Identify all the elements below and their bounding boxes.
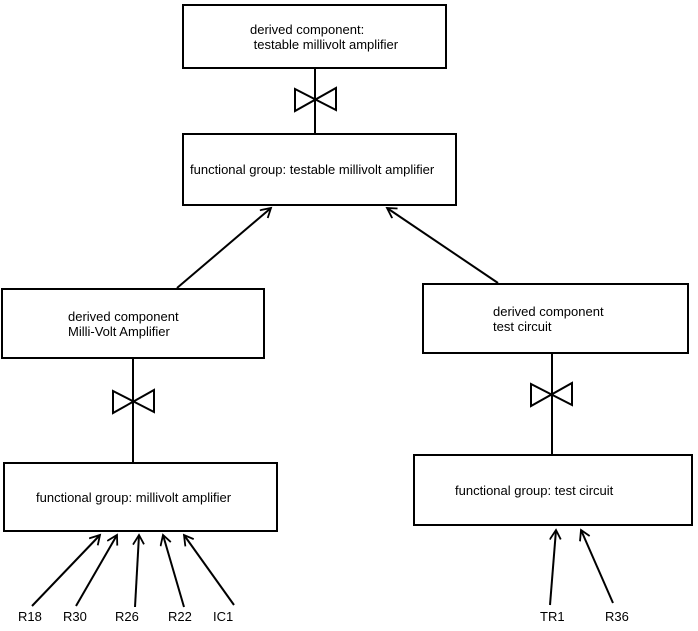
node-derived-testable-millivolt-amplifier: derived component: testable millivolt am… [182, 4, 447, 69]
leaf-label-r18: R18 [18, 609, 42, 624]
node-text: testable millivolt amplifier [250, 36, 399, 52]
node-derived-milli-volt-amplifier: derived component Milli-Volt Amplifier [1, 288, 265, 359]
node-text: derived component: [250, 21, 365, 37]
node-text: Milli-Volt Amplifier [68, 323, 170, 339]
arrow-ic1 [184, 535, 235, 606]
arrow-r30 [75, 535, 117, 607]
node-text: test circuit [493, 318, 552, 334]
node-text: functional group: millivolt amplifier [36, 489, 232, 505]
node-derived-test-circuit: derived component test circuit [422, 283, 689, 354]
leaf-label-r22: R22 [168, 609, 192, 624]
leaf-label-ic1: IC1 [213, 609, 234, 624]
node-text: functional group: test circuit [455, 482, 614, 498]
arrow-right-derived-to-fg-top [387, 208, 499, 284]
node-functional-group-millivolt-amplifier: functional group: millivolt amplifier [3, 462, 278, 532]
arrow-left-derived-to-fg-top [176, 208, 271, 289]
node-functional-group-test-circuit: functional group: test circuit [413, 454, 693, 526]
leaf-label-r36: R36 [605, 609, 629, 624]
arrow-r36 [581, 530, 614, 604]
bowtie-icon-top [294, 86, 337, 113]
leaf-label-r30: R30 [63, 609, 87, 624]
node-functional-group-testable-millivolt-amplifier: functional group: testable millivolt amp… [182, 133, 457, 206]
bowtie-icon-left [112, 388, 155, 415]
node-text: derived component [493, 303, 604, 319]
arrow-tr1 [549, 530, 556, 606]
bowtie-icon-right [530, 381, 573, 408]
arrow-r22 [163, 535, 185, 608]
arrow-r18 [31, 535, 100, 607]
node-text: functional group: testable millivolt amp… [190, 162, 435, 177]
arrow-r26 [135, 535, 139, 608]
leaf-label-tr1: TR1 [540, 609, 565, 624]
leaf-label-r26: R26 [115, 609, 139, 624]
node-text: derived component [68, 308, 179, 324]
